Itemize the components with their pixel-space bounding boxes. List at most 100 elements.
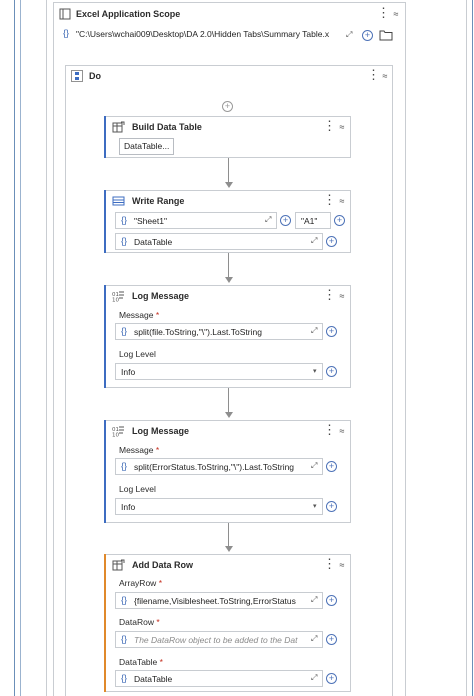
connector-line [228, 523, 229, 546]
scope-path-plus-icon[interactable]: + [362, 30, 373, 41]
log2-level-plus-icon[interactable]: + [326, 501, 337, 512]
connector-arrow-icon [225, 546, 233, 552]
arrayrow-field[interactable]: {} {filename,Visiblesheet.ToString,Error… [115, 592, 323, 609]
build-data-table-title: Build Data Table [132, 122, 202, 132]
log-message-icon: 01 10 [112, 291, 124, 302]
build-collapse-icon[interactable]: ≈ [339, 122, 345, 132]
arrayrow-expand-icon[interactable]: ⤢ [311, 595, 318, 604]
dropdown-chevron-icon[interactable]: ▾ [313, 368, 317, 375]
write-range-activity[interactable]: Write Range ⋮ ≈ {} "Sheet1" ⤢ + "A1" + {… [104, 190, 351, 253]
addrow-datatable-plus-icon[interactable]: + [326, 673, 337, 684]
build-menu-dots-icon[interactable]: ⋮ [323, 118, 336, 133]
log1-message-expand-icon[interactable]: ⤢ [311, 326, 318, 335]
addrow-datatable-value[interactable]: DataTable [134, 674, 173, 684]
svg-text:01: 01 [112, 292, 119, 298]
log1-message-plus-icon[interactable]: + [326, 326, 337, 337]
log1-level-label: Log Level [119, 349, 156, 359]
addrow-datatable-field[interactable]: {} DataTable ⤢ [115, 670, 323, 687]
sequence-icon [71, 70, 83, 82]
write-range-icon [112, 196, 125, 206]
log1-message-field[interactable]: {} split(file.ToString,"\").Last.ToStrin… [115, 323, 323, 340]
cell-value[interactable]: "A1" [301, 216, 318, 226]
log2-level-label: Log Level [119, 484, 156, 494]
sheet-expand-icon[interactable]: ⤢ [265, 215, 272, 224]
log2-level-value[interactable]: Info [121, 502, 136, 512]
log1-collapse-icon[interactable]: ≈ [339, 291, 345, 301]
outer-container-line-4 [466, 0, 467, 696]
dropdown-chevron-icon[interactable]: ▾ [313, 503, 317, 510]
log-message-activity-1[interactable]: 01 10 Log Message ⋮ ≈ Message * {} split… [104, 285, 351, 388]
do-collapse-icon[interactable]: ≈ [382, 71, 388, 81]
log2-level-select[interactable]: Info ▾ [115, 498, 323, 515]
addrow-menu-dots-icon[interactable]: ⋮ [323, 556, 336, 571]
write-datatable-expand-icon[interactable]: ⤢ [311, 236, 318, 245]
excel-scope-icon [59, 8, 71, 20]
cell-field[interactable]: "A1" [295, 212, 331, 229]
log1-level-value[interactable]: Info [121, 367, 136, 377]
expression-brace-icon: {} [121, 326, 128, 336]
required-asterisk: * [158, 578, 162, 588]
scope-collapse-icon[interactable]: ≈ [393, 9, 399, 19]
sheet-name-value[interactable]: "Sheet1" [134, 216, 167, 226]
log2-message-plus-icon[interactable]: + [326, 461, 337, 472]
scope-header[interactable]: Excel Application Scope ⋮ ≈ [54, 3, 405, 25]
connector-line [228, 253, 229, 277]
add-data-row-title: Add Data Row [132, 560, 194, 570]
write-collapse-icon[interactable]: ≈ [339, 196, 345, 206]
log2-message-field[interactable]: {} split(ErrorStatus.ToString,"\").Last.… [115, 458, 323, 475]
datarow-field[interactable]: {} The DataRow object to be added to the… [115, 631, 323, 648]
cell-plus-icon[interactable]: + [334, 215, 345, 226]
arrayrow-label: ArrayRow * [119, 578, 162, 588]
scope-path-field[interactable]: {} "C:\Users\wchai009\Desktop\DA 2.0\Hid… [58, 26, 358, 43]
scope-path-expand-icon[interactable]: ⤢ [346, 30, 353, 39]
expression-brace-icon: {} [121, 673, 128, 683]
required-asterisk: * [159, 657, 163, 667]
expression-brace-icon: {} [63, 28, 70, 38]
datatable-button[interactable]: DataTable... [119, 138, 175, 155]
expression-brace-icon: {} [121, 461, 128, 471]
log1-menu-dots-icon[interactable]: ⋮ [323, 287, 336, 302]
add-data-row-icon [112, 559, 125, 571]
expression-brace-icon: {} [121, 236, 128, 246]
arrayrow-value[interactable]: {filename,Visiblesheet.ToString,ErrorSta… [134, 596, 296, 606]
log1-level-plus-icon[interactable]: + [326, 366, 337, 377]
outer-container-line-1 [14, 0, 15, 696]
connector-line [228, 388, 229, 412]
write-datatable-plus-icon[interactable]: + [326, 236, 337, 247]
log1-level-select[interactable]: Info ▾ [115, 363, 323, 380]
arrayrow-plus-icon[interactable]: + [326, 595, 337, 606]
addrow-collapse-icon[interactable]: ≈ [339, 560, 345, 570]
sheet-name-field[interactable]: {} "Sheet1" ⤢ [115, 212, 277, 229]
log-message-activity-2[interactable]: 01 10 Log Message ⋮ ≈ Message * {} split… [104, 420, 351, 523]
write-menu-dots-icon[interactable]: ⋮ [323, 192, 336, 207]
outer-container-line-3 [46, 0, 47, 696]
log-message-title-2: Log Message [132, 426, 190, 436]
required-asterisk: * [156, 617, 160, 627]
folder-icon[interactable] [379, 29, 393, 41]
log2-message-value[interactable]: split(ErrorStatus.ToString,"\").Last.ToS… [134, 462, 295, 472]
log-message-icon: 01 10 [112, 426, 124, 437]
build-data-table-activity[interactable]: Build Data Table ⋮ ≈ DataTable... [104, 116, 351, 158]
datarow-plus-icon[interactable]: + [326, 634, 337, 645]
scope-menu-dots-icon[interactable]: ⋮ [377, 5, 390, 20]
do-menu-dots-icon[interactable]: ⋮ [367, 67, 380, 82]
sheet-plus-icon[interactable]: + [280, 215, 291, 226]
log1-message-value[interactable]: split(file.ToString,"\").Last.ToString [134, 327, 262, 337]
required-asterisk: * [155, 445, 160, 455]
add-data-row-activity[interactable]: Add Data Row ⋮ ≈ ArrayRow * {} {filename… [104, 554, 351, 692]
addrow-datatable-expand-icon[interactable]: ⤢ [311, 673, 318, 682]
add-activity-plus-icon[interactable]: + [222, 101, 233, 112]
do-sequence[interactable]: Do ⋮ ≈ [65, 65, 393, 696]
expression-brace-icon: {} [121, 634, 128, 644]
build-data-table-icon [112, 121, 125, 133]
datarow-placeholder[interactable]: The DataRow object to be added to the Da… [134, 635, 298, 645]
write-datatable-value[interactable]: DataTable [134, 237, 173, 247]
datarow-expand-icon[interactable]: ⤢ [311, 634, 318, 643]
write-datatable-field[interactable]: {} DataTable ⤢ [115, 233, 323, 250]
log2-message-expand-icon[interactable]: ⤢ [311, 461, 318, 470]
scope-path-value[interactable]: "C:\Users\wchai009\Desktop\DA 2.0\Hidden… [76, 29, 330, 39]
log2-menu-dots-icon[interactable]: ⋮ [323, 422, 336, 437]
connector-arrow-icon [225, 277, 233, 283]
svg-text:01: 01 [112, 427, 119, 433]
log2-collapse-icon[interactable]: ≈ [339, 426, 345, 436]
